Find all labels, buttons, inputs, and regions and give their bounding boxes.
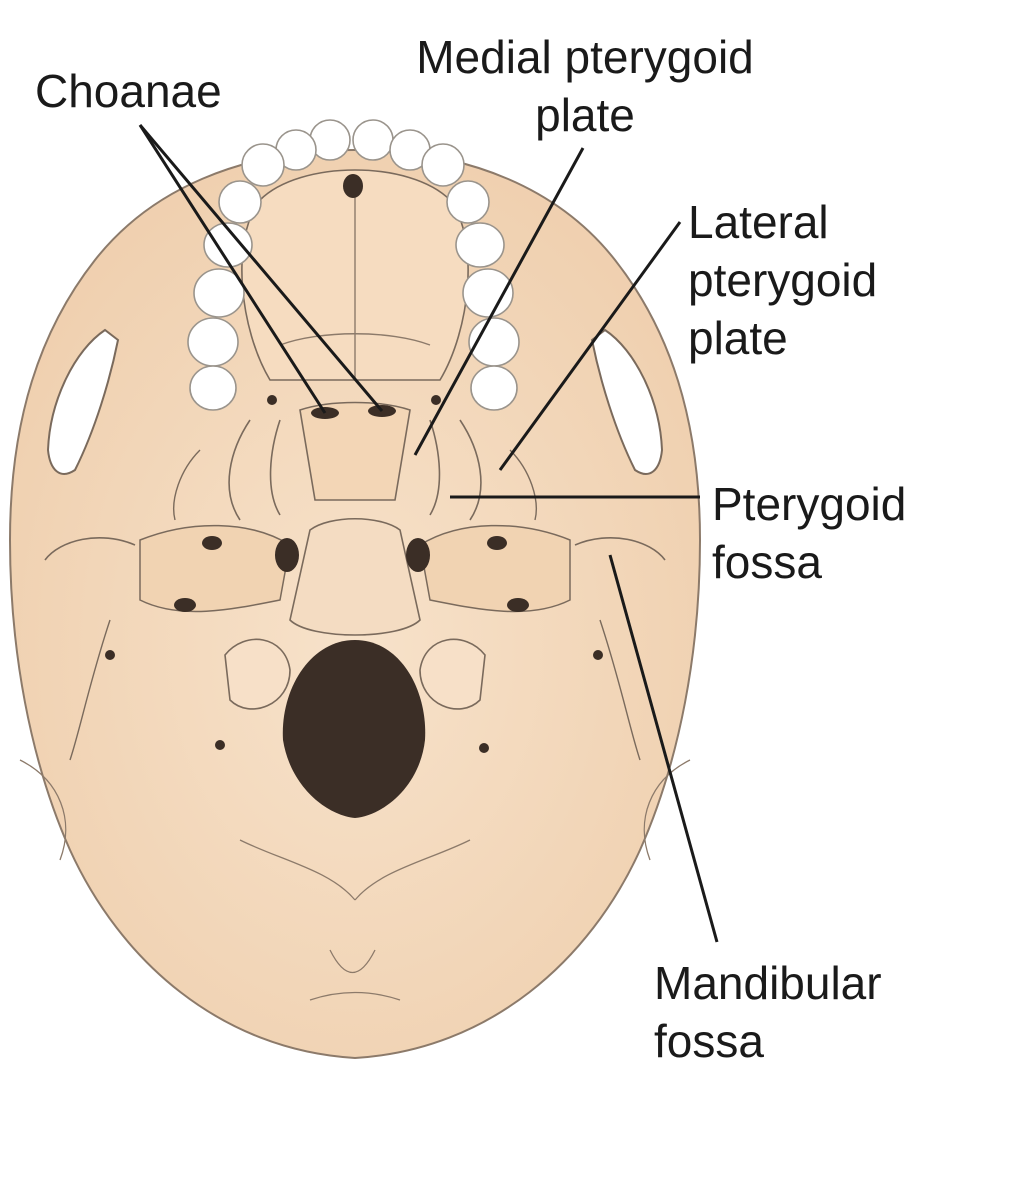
medial-pterygoid-plate-leader [413, 147, 585, 456]
label-lateral-pterygoid-plate-line2: pterygoid [688, 254, 878, 306]
right-zygomatic-opening [590, 328, 664, 475]
left-occipital-condyle [224, 638, 291, 710]
label-medial-pterygoid-plate-line1: Medial pterygoid [416, 31, 754, 83]
right-occipital-condyle [419, 638, 486, 710]
label-medial-pterygoid-plate-line2: plate [535, 89, 635, 141]
teeth-arch [187, 119, 520, 411]
label-mandibular-fossa-line2: fossa [654, 1015, 764, 1067]
mandibular-fossa-leader [608, 554, 719, 943]
basiocciput [289, 517, 421, 636]
label-medial-pterygoid-plate: Medial pterygoid plate [390, 28, 780, 144]
label-pterygoid-fossa-line1: Pterygoid [712, 478, 907, 530]
label-pterygoid-fossa-line2: fossa [712, 536, 822, 588]
left-zygomatic-opening [46, 328, 120, 475]
sutures [19, 759, 691, 1001]
label-pterygoid-fossa: Pterygoid fossa [712, 475, 906, 591]
foramen-magnum [282, 640, 426, 818]
leader-lines [138, 124, 719, 943]
vomer-region [299, 401, 411, 501]
choanae-leader-right [138, 124, 384, 412]
label-lateral-pterygoid-plate: Lateral pterygoid plate [688, 193, 877, 367]
lateral-pterygoid-plate-leader [498, 221, 682, 471]
label-mandibular-fossa: Mandibular fossa [654, 954, 882, 1070]
label-choanae: Choanae [35, 62, 222, 120]
foramina [105, 395, 603, 753]
label-lateral-pterygoid-plate-line1: Lateral [688, 196, 829, 248]
label-lateral-pterygoid-plate-line3: plate [688, 312, 788, 364]
label-choanae-line1: Choanae [35, 65, 222, 117]
label-mandibular-fossa-line1: Mandibular [654, 957, 882, 1009]
choanae-leader-left [138, 124, 327, 414]
incisive-foramen [343, 174, 363, 198]
